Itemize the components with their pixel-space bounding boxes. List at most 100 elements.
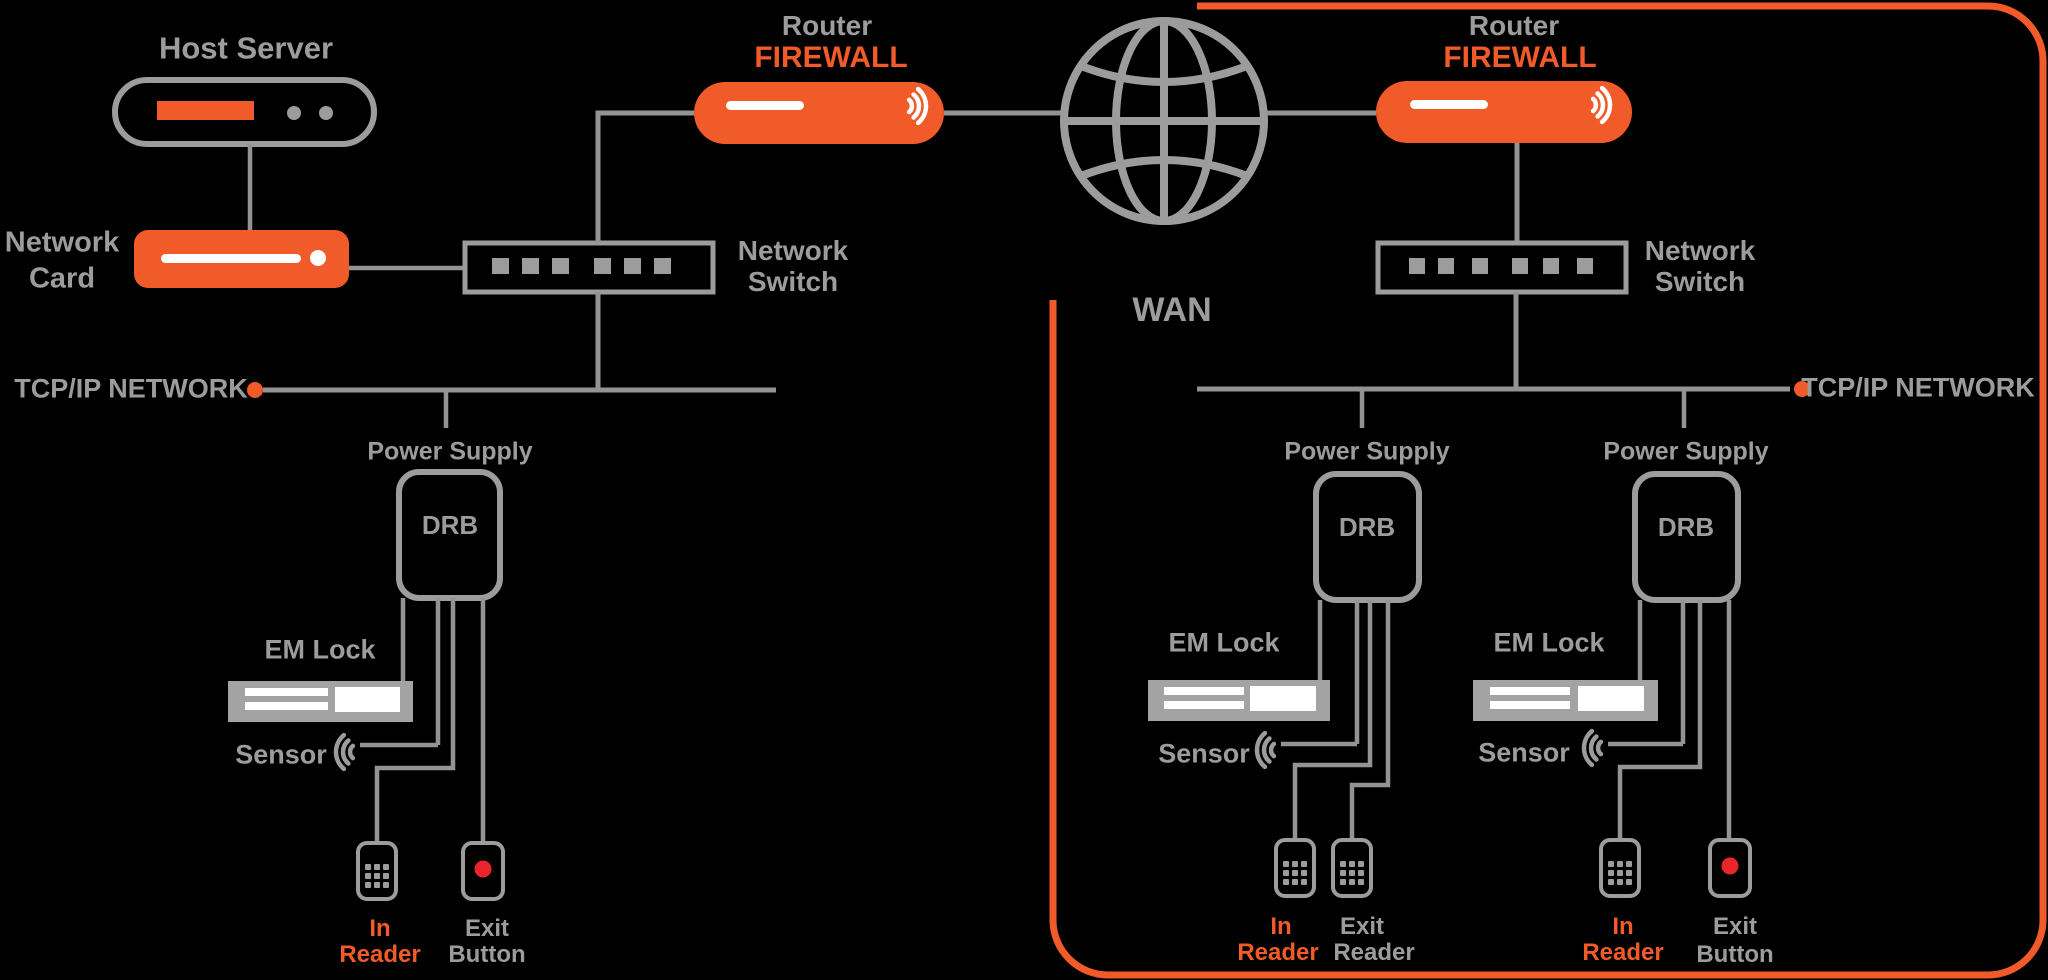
switch-b-port [1409, 258, 1425, 274]
network-card-bar [161, 254, 301, 263]
drb2-to-exitreader-line [1349, 600, 1391, 840]
em-lock-icon [1148, 680, 1330, 721]
network-switch-icon-b [1375, 240, 1629, 295]
exit-reader-label-line1: Exit [1339, 913, 1385, 940]
switch-b-body [1375, 240, 1629, 295]
switch-a-port [552, 258, 569, 274]
host-server-label: Host Server [158, 30, 334, 66]
router-firewall-icon-a [694, 82, 944, 144]
exit-button-label-line1: Exit [1712, 913, 1758, 940]
em-lock-stripe [1164, 701, 1244, 709]
router-b-label: Router [1468, 10, 1560, 41]
sensor-waves-icon [333, 732, 356, 772]
host-server-led-1 [287, 106, 301, 120]
switch-a-port [522, 258, 539, 274]
switch-a-label-line2: Switch [747, 266, 839, 297]
exit-button-label-line1: Exit [464, 915, 510, 942]
em-lock-label: EM Lock [264, 634, 376, 665]
switch-a-port [624, 258, 641, 274]
network-card-label-line2: Card [28, 262, 96, 295]
router-b-bar [1410, 100, 1488, 109]
switch-b-port [1543, 258, 1559, 274]
exit-button-label-line2: Button [1696, 941, 1774, 968]
in-reader-label-line1: In [1612, 913, 1634, 940]
host-server-led-2 [319, 106, 333, 120]
in-reader-label-line2: Reader [1237, 939, 1319, 966]
em-lock-plate [335, 687, 400, 712]
sensor-label: Sensor [1158, 738, 1250, 769]
host-server-icon [112, 77, 377, 147]
site-b-boundary-border [1049, 2, 2047, 979]
em-lock-stripe [1490, 701, 1570, 709]
network-switch-icon-a [462, 240, 716, 295]
in-reader-label-line1: In [1270, 913, 1292, 940]
drb1-to-inreader-line [374, 598, 456, 843]
switch-a-body [462, 240, 716, 295]
drb3-to-inreader-line [1617, 600, 1703, 840]
keypad-reader-icon [1331, 838, 1373, 898]
em-lock-icon [228, 681, 413, 722]
router-b-body [1376, 81, 1632, 143]
keypad-reader-icon [1599, 838, 1641, 898]
wifi-signal-icon [1590, 85, 1613, 125]
keypad-reader-icon [1274, 838, 1316, 898]
switch-b-port [1472, 258, 1488, 274]
switch-b-port [1577, 258, 1593, 274]
em-lock-stripe [1164, 687, 1244, 695]
exit-button-led [474, 860, 492, 878]
host-server-bar [157, 101, 254, 120]
exit-button-icon [461, 841, 505, 901]
in-reader-label-line2: Reader [339, 941, 421, 968]
sensor-waves-icon [1254, 730, 1277, 770]
exit-button-icon [1708, 838, 1752, 898]
em-lock-stripe [245, 688, 328, 696]
switch-a-port [492, 258, 509, 274]
sensor-label: Sensor [235, 739, 327, 770]
router-a-body [694, 82, 944, 144]
door-unit-2 [1148, 471, 1422, 898]
network-card-label-line1: Network [4, 226, 120, 259]
switch-a-label-line1: Network [737, 235, 849, 266]
power-supply-label: Power Supply [367, 437, 533, 466]
tcpip-network-label-b: TCP/IP NETWORK [1801, 372, 2035, 403]
wan-label: WAN [1132, 291, 1212, 329]
em-lock-icon [1473, 680, 1658, 721]
switch-a-port [594, 258, 611, 274]
wan-globe-icon [1060, 17, 1268, 225]
tcpip-network-label-a: TCP/IP NETWORK [14, 373, 248, 404]
tcpip-node-dot-b [1794, 381, 1810, 397]
wifi-signal-icon [906, 86, 929, 126]
em-lock-plate [1250, 686, 1316, 711]
router-a-bar [726, 101, 804, 110]
drb-label: DRB [1338, 512, 1396, 542]
exit-button-label-line2: Button [448, 941, 526, 968]
in-reader-label-line1: In [369, 915, 391, 942]
sensor-label: Sensor [1478, 737, 1570, 768]
tcpip-node-dot-a [247, 382, 263, 398]
keypad-reader-icon [356, 841, 398, 901]
router-a-to-switch-line [595, 110, 694, 243]
drb2-to-inreader-line [1292, 600, 1373, 840]
router-a-label: Router [781, 10, 873, 41]
drb-controller-icon [1632, 471, 1741, 603]
switch-b-label-line1: Network [1644, 235, 1756, 266]
network-card-led [310, 250, 326, 266]
em-lock-label: EM Lock [1493, 627, 1605, 658]
router-firewall-icon-b [1376, 81, 1632, 143]
drb-label: DRB [1657, 512, 1715, 542]
firewall-a-label: FIREWALL [754, 41, 908, 74]
em-lock-plate [1578, 686, 1644, 711]
switch-b-port [1438, 258, 1454, 274]
switch-b-label-line2: Switch [1654, 266, 1746, 297]
em-lock-stripe [1490, 687, 1570, 695]
power-supply-label: Power Supply [1284, 437, 1450, 466]
door-unit-1 [228, 469, 505, 901]
firewall-b-label: FIREWALL [1443, 41, 1597, 74]
network-card-icon [134, 230, 349, 288]
exit-reader-label-line2: Reader [1333, 939, 1415, 966]
drb-label: DRB [421, 510, 479, 540]
exit-button-led [1721, 857, 1739, 875]
host-server-body [112, 77, 377, 147]
